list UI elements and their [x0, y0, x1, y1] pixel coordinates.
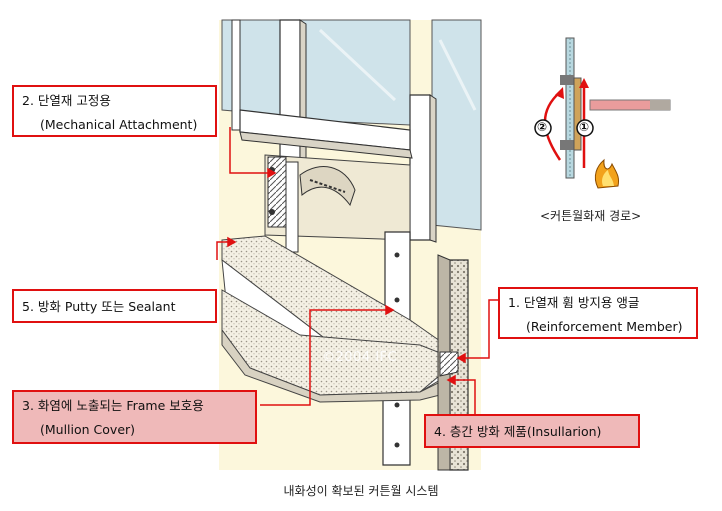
callout-1-subtitle: (Reinforcement Member)	[526, 319, 683, 334]
callout-mullion-cover: 3. 화염에 노출되는 Frame 보호용 (Mullion Cover)	[12, 390, 257, 444]
copyright-watermark: ©2004 IFC	[322, 350, 398, 365]
firestop-slab	[221, 235, 462, 403]
figure-caption: 내화성이 확보된 커튼월 시스템	[283, 484, 439, 498]
transom	[239, 109, 413, 159]
fire-route-marker-2: ②	[537, 120, 548, 134]
callout-2-subtitle: (Mechanical Attachment)	[40, 117, 198, 132]
callout-interfloor-firestop: 4. 층간 방화 제품(Insullarion)	[424, 414, 640, 448]
callout-1-title: 1. 단열재 휨 방지용 앵글	[508, 295, 640, 310]
mullions	[231, 19, 437, 243]
fire-route-caption: <커튼월화재 경로>	[540, 209, 642, 223]
mullion-cover	[382, 231, 411, 466]
leader-lines	[216, 127, 498, 416]
callout-3-title: 3. 화염에 노출되는 Frame 보호용	[22, 398, 204, 413]
fire-route-diagram	[534, 37, 671, 189]
callout-3-subtitle: (Mullion Cover)	[40, 422, 136, 437]
callout-fire-putty-sealant: 5. 방화 Putty 또는 Sealant	[12, 289, 217, 323]
callout-mechanical-attachment: 2. 단열재 고정용 (Mechanical Attachment)	[12, 85, 217, 137]
callout-reinforcement-member: 1. 단열재 휨 방지용 앵글 (Reinforcement Member)	[498, 287, 698, 339]
callout-5-title: 5. 방화 Putty 또는 Sealant	[22, 299, 176, 314]
callout-4-title: 4. 층간 방화 제품(Insullarion)	[434, 424, 602, 439]
callout-2-title: 2. 단열재 고정용	[22, 93, 111, 108]
fire-route-marker-1: ①	[579, 120, 590, 134]
